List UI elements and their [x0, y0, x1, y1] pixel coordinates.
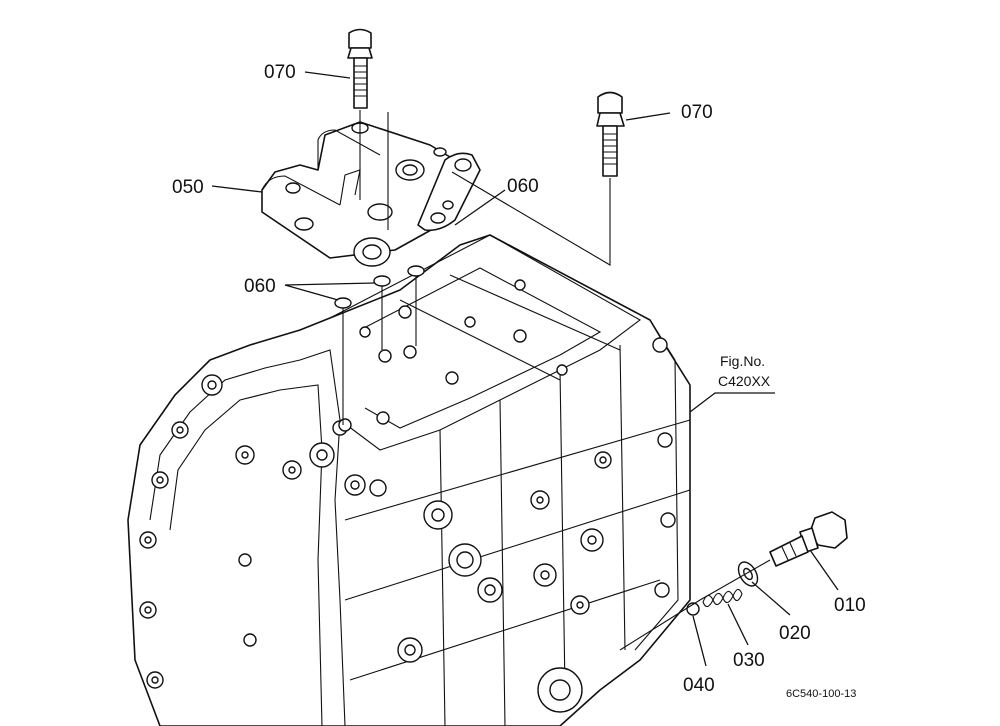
callout-060-left: 060 [244, 276, 276, 297]
plug-010 [769, 511, 848, 567]
spring-030 [702, 588, 743, 608]
valve-body [261, 121, 481, 267]
callout-010: 010 [834, 595, 866, 616]
callout-070-left: 070 [264, 62, 296, 83]
fig-ref-label: Fig.No. [720, 353, 765, 369]
callout-020: 020 [779, 623, 811, 644]
bolt-right [596, 91, 625, 177]
callout-030: 030 [733, 650, 765, 671]
leader-lines [211, 71, 839, 667]
callout-070-right: 070 [681, 102, 713, 123]
fig-ref-number: C420XX [718, 373, 771, 389]
o-rings [334, 265, 425, 309]
callout-040: 040 [683, 675, 715, 696]
bolt-left [347, 28, 373, 109]
assembly-lines [342, 110, 771, 651]
callout-050: 050 [172, 177, 204, 198]
washer-020 [737, 561, 759, 587]
transmission-case [127, 234, 691, 726]
callout-060-right: 060 [507, 176, 539, 197]
drawing-code: 6C540-100-13 [786, 688, 856, 700]
